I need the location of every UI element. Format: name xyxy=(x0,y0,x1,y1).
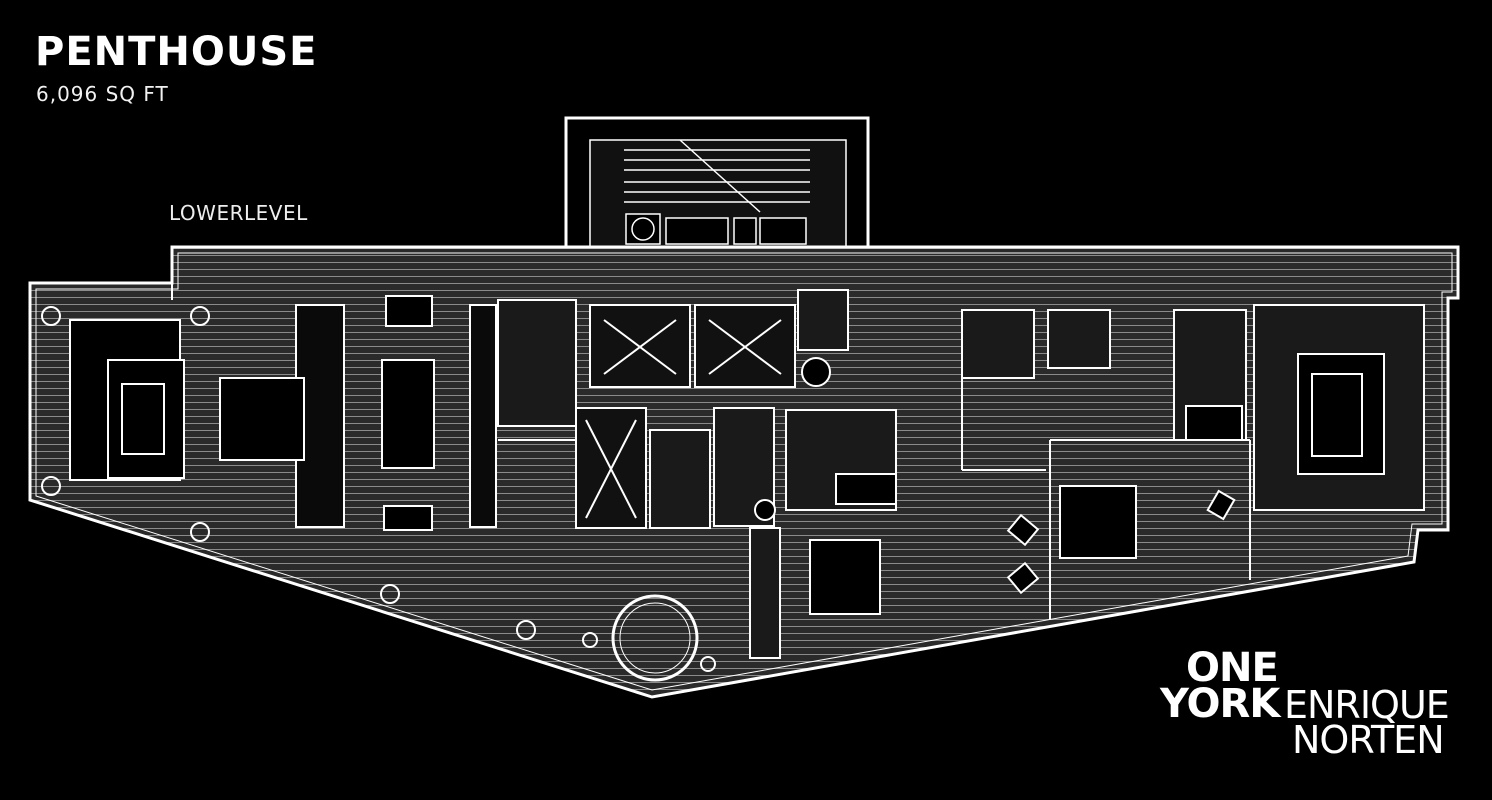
architect-first-name: ENRIQUE xyxy=(1284,683,1450,727)
columns xyxy=(41,306,716,682)
furniture xyxy=(69,295,1385,615)
logo-word-one: ONE xyxy=(1186,645,1279,691)
developer-logo: ONE YORK ENRIQUE NORTEN xyxy=(1160,645,1470,762)
architect-last-name: NORTEN xyxy=(1292,718,1445,762)
logo-word-york: YORK xyxy=(1160,681,1280,727)
level-label: LOWERLEVEL xyxy=(169,201,308,225)
plan-title: PENTHOUSE xyxy=(35,29,318,75)
stair-core xyxy=(564,116,870,250)
square-footage: 6,096 SQ FT xyxy=(36,82,169,106)
